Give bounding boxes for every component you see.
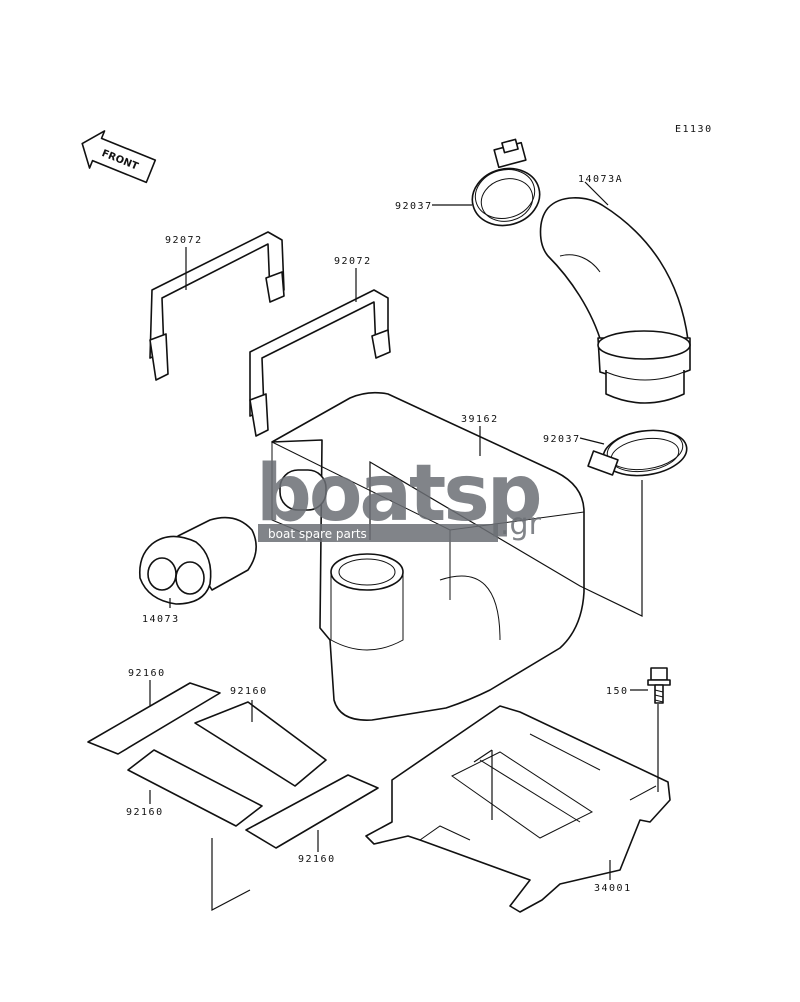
callout-label: 92072 <box>334 256 372 267</box>
hose-clamp-top <box>471 138 541 227</box>
elbow-duct <box>539 197 691 404</box>
callout-label: 92160 <box>298 854 336 865</box>
callout-label: 92037 <box>543 434 581 445</box>
diagram-code: E1130 <box>675 124 713 135</box>
callout-label: 92160 <box>128 668 166 679</box>
mounting-bracket <box>365 705 671 913</box>
watermark-tagline: boat spare parts <box>268 527 367 541</box>
leader-lines <box>149 181 659 911</box>
mat-1 <box>87 682 221 755</box>
callout-label: 39162 <box>461 414 499 425</box>
callout-label: 92037 <box>395 201 433 212</box>
strap-right <box>249 289 391 437</box>
strap-left <box>149 231 285 381</box>
callout-label: 34001 <box>594 883 632 894</box>
air-box <box>271 391 585 721</box>
intake-duct <box>138 516 257 605</box>
watermark-domain: .gr <box>500 507 542 542</box>
mat-4 <box>245 774 379 849</box>
callout-label: 92072 <box>165 235 203 246</box>
mat-2 <box>194 701 327 787</box>
callout-label: 14073A <box>578 174 623 185</box>
callout-label: 150 <box>606 686 629 697</box>
bolt <box>647 667 671 704</box>
callout-label: 14073 <box>142 614 180 625</box>
callout-label: 92160 <box>126 807 164 818</box>
hose-clamp-middle <box>587 429 688 477</box>
front-arrow-icon: FRONT <box>81 130 157 184</box>
watermark-logo: boatsp .gr boat spare parts <box>256 449 543 542</box>
mat-3 <box>127 749 263 827</box>
callout-label: 92160 <box>230 686 268 697</box>
